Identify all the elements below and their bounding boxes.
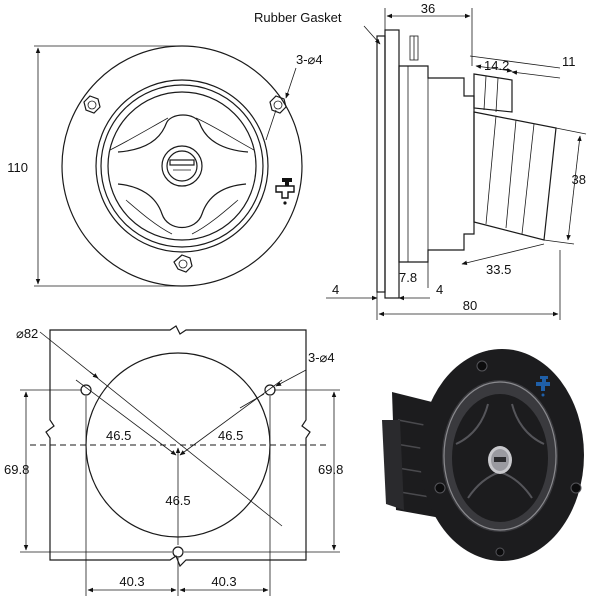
flange xyxy=(384,29,400,299)
spigot-ribs xyxy=(485,115,535,235)
dimension-line-33 xyxy=(461,243,545,265)
photo-screw-left xyxy=(434,482,446,494)
bottom-right-label: 40.3 xyxy=(211,574,236,589)
left-height-label: 69.8 xyxy=(4,462,29,477)
lock-cylinder xyxy=(161,145,203,187)
lock-slot xyxy=(169,159,195,166)
side-view: Rubber Gasket 36 14.2 11 38 7.8 33.5 4 xyxy=(254,1,587,320)
stud-rect xyxy=(409,35,419,61)
total-label: 80 xyxy=(463,298,477,313)
right-offset-label: 46.5 xyxy=(218,428,243,443)
mounting-boss-right xyxy=(269,95,287,114)
flange-label: 7.8 xyxy=(399,270,417,285)
cutout-holes-label: 3-⌀4 xyxy=(308,350,335,365)
diameter-line xyxy=(39,331,283,527)
diameter-arrow xyxy=(89,371,99,379)
cap-spokes xyxy=(117,114,249,228)
gasket-leader xyxy=(363,25,381,45)
photo-screw-right xyxy=(570,482,582,494)
tip-label: 11 xyxy=(562,54,576,69)
inner-ring xyxy=(95,79,269,253)
right-height-label: 69.8 xyxy=(318,462,343,477)
water-tap-icon xyxy=(536,376,550,397)
diameter-label: ⌀82 xyxy=(16,326,38,341)
upper-spigot xyxy=(473,73,513,113)
photo-screw-bottom xyxy=(495,547,505,557)
depth-label: 36 xyxy=(421,1,435,16)
radius-line-left xyxy=(75,379,177,456)
outlet-label: 38 xyxy=(572,172,586,187)
front-holes-label: 3-⌀4 xyxy=(296,52,323,67)
product-photo xyxy=(382,349,584,561)
spigot-label: 14.2 xyxy=(484,58,509,73)
body-cylinder xyxy=(398,65,475,263)
ext-38-top xyxy=(555,127,587,135)
cutout-view: ⌀82 3-⌀4 46.5 46.5 46.5 69.8 69.8 40.3 xyxy=(4,325,343,596)
left-offset-label: 46.5 xyxy=(106,428,131,443)
water-tap-icon xyxy=(275,178,295,205)
photo-ring-highlight xyxy=(443,381,557,531)
cap-contours xyxy=(109,117,255,235)
radius-line-right xyxy=(179,379,283,456)
left-thickness-label: 4 xyxy=(332,282,339,297)
lock-face xyxy=(166,150,198,182)
height-label: 110 xyxy=(7,160,28,175)
ext-14-line xyxy=(469,55,561,69)
mounting-boss-left xyxy=(83,95,101,114)
reach-label: 33.5 xyxy=(486,262,511,277)
holes-leader-tail xyxy=(265,109,277,141)
front-view: 110 3-⌀4 xyxy=(7,45,323,287)
panel-outline xyxy=(45,325,311,568)
ext-38-bottom xyxy=(543,239,575,245)
outer-flange xyxy=(61,45,303,287)
hole-bottom xyxy=(172,546,184,558)
upper-spigot-ribs xyxy=(483,75,499,113)
dimension-line-14 xyxy=(475,64,513,73)
bottom-left-label: 40.3 xyxy=(119,574,144,589)
rubber-gasket xyxy=(376,35,386,293)
dimension-line-38 xyxy=(566,135,582,241)
mounting-boss-bottom xyxy=(173,254,193,273)
photo-spigot-ribs xyxy=(395,419,449,501)
right-thickness-label: 4 xyxy=(436,282,443,297)
lock-icon xyxy=(488,446,512,474)
holes-leader xyxy=(285,67,297,99)
photo-spigot-tip xyxy=(382,420,404,510)
bottom-offset-label: 46.5 xyxy=(165,493,190,508)
cap-outer xyxy=(107,91,257,241)
photo-screw-top xyxy=(476,360,488,372)
dimension-line-11 xyxy=(511,70,561,79)
inner-ring-2 xyxy=(100,84,264,248)
gasket-label: Rubber Gasket xyxy=(254,10,342,25)
cutout-holes-leader xyxy=(275,369,307,387)
